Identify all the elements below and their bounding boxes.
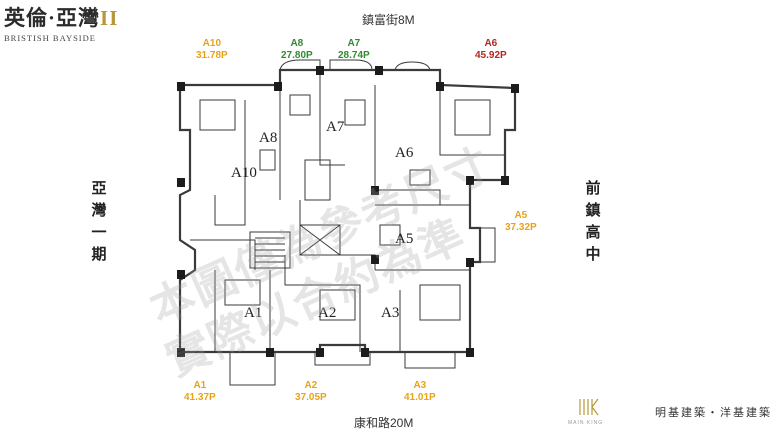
plan-label-a8: A8 — [259, 130, 277, 146]
side-right-char: 高 — [585, 224, 601, 241]
side-left-char: 期 — [91, 246, 107, 263]
plan-label-a6: A6 — [395, 145, 414, 161]
plan-label-a2: A2 — [318, 305, 336, 321]
unit-area: 37.05P — [295, 392, 327, 403]
unit-name: A5 — [514, 210, 528, 221]
logo-subtitle: BRISTISH BAYSIDE — [4, 33, 96, 43]
unit-area: 41.01P — [404, 392, 436, 403]
unit-name: A10 — [202, 38, 222, 49]
builder-logo-icon — [579, 398, 599, 416]
side-right-char: 中 — [585, 246, 601, 263]
side-left-char: 一 — [91, 224, 107, 241]
unit-area: 45.92P — [475, 50, 507, 61]
plan-columns — [177, 66, 519, 357]
plan-label-a7: A7 — [326, 119, 345, 135]
unit-name: A2 — [304, 380, 318, 391]
unit-label-a10: A10 31.78P — [196, 38, 228, 62]
builder-logo-text: MAIN KING — [568, 420, 604, 426]
unit-area: 31.78P — [196, 50, 228, 61]
logo-title: 英倫·亞灣II — [4, 2, 118, 32]
unit-label-a7: A7 28.74P — [338, 38, 370, 62]
unit-name: A3 — [413, 380, 427, 391]
unit-name: A8 — [290, 38, 304, 49]
unit-name: A1 — [193, 380, 207, 391]
unit-label-a3: A3 41.01P — [404, 380, 436, 404]
side-label-right: 前 鎮 高 中 — [584, 178, 602, 266]
unit-area: 28.74P — [338, 50, 370, 61]
unit-name: A7 — [347, 38, 361, 49]
unit-label-a5: A5 37.32P — [505, 210, 537, 234]
plan-label-a3: A3 — [381, 305, 399, 321]
builder-names: 明基建築・洋基建築 — [655, 407, 772, 419]
side-left-char: 亞 — [91, 180, 107, 197]
unit-area: 27.80P — [281, 50, 313, 61]
plan-label-a5: A5 — [395, 231, 413, 247]
logo-numeral: II — [100, 6, 119, 30]
logo-title-text: 英倫·亞灣 — [4, 6, 101, 30]
unit-area: 37.32P — [505, 222, 537, 233]
plan-label-a10: A10 — [231, 165, 257, 181]
side-label-left: 亞 灣 一 期 — [90, 178, 108, 266]
unit-label-a6: A6 45.92P — [475, 38, 507, 62]
side-left-char: 灣 — [91, 202, 107, 219]
project-logo: 英倫·亞灣II BRISTISH BAYSIDE — [4, 2, 118, 43]
unit-area: 41.37P — [184, 392, 216, 403]
unit-label-a2: A2 37.05P — [295, 380, 327, 404]
unit-label-a1: A1 41.37P — [184, 380, 216, 404]
unit-label-a8: A8 27.80P — [281, 38, 313, 62]
side-right-char: 前 — [585, 180, 601, 197]
side-right-char: 鎮 — [585, 202, 601, 219]
plan-unit-labels: A10 A8 A7 A6 A5 A1 A2 A3 — [231, 119, 414, 321]
street-bottom: 康和路20M — [354, 416, 414, 430]
street-top: 鎮富街8M — [362, 13, 415, 27]
unit-name: A6 — [484, 38, 498, 49]
plan-label-a1: A1 — [244, 305, 262, 321]
